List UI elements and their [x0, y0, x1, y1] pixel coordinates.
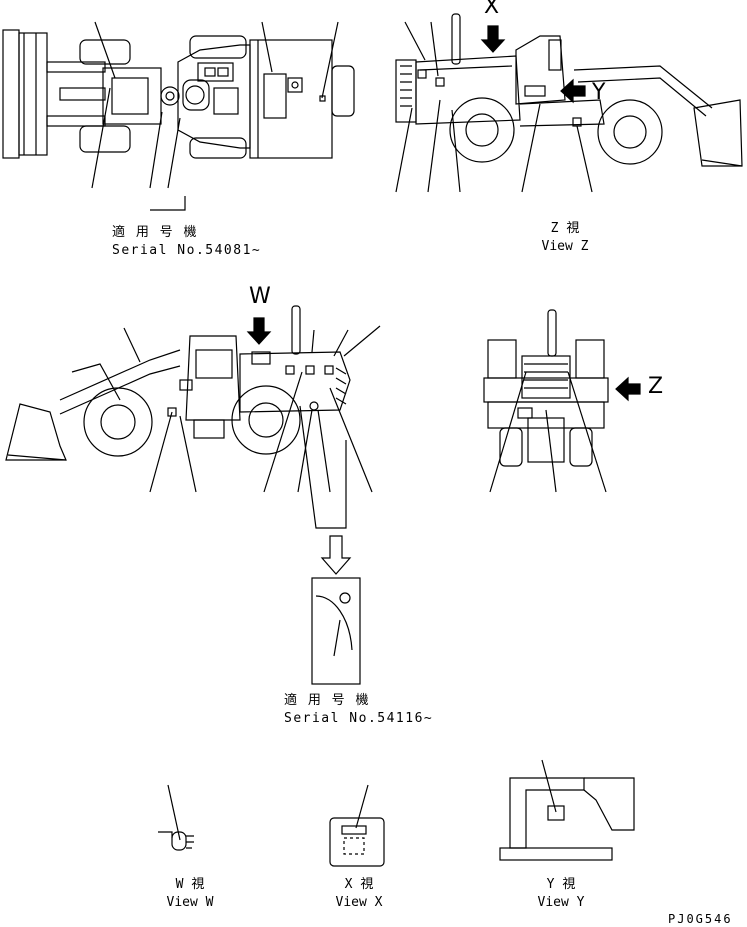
- view-y-detail: [499, 759, 635, 861]
- top-view-serial-no: Serial No.54081~: [112, 243, 262, 258]
- left-view-serial-no: Serial No.54116~: [284, 711, 434, 726]
- view-y-caption-jp: Y 視: [546, 877, 576, 892]
- arrow-y-label: Y: [592, 80, 606, 105]
- view-x-caption-en: View X: [335, 895, 383, 910]
- drawing-code: PJ0G546: [668, 912, 733, 926]
- view-w-detail: [158, 784, 194, 851]
- top-view-loader: [2, 21, 355, 211]
- view-w-caption-en: View W: [166, 895, 214, 910]
- view-z-caption-en: View Z: [541, 239, 589, 254]
- arrow-x-label: X: [484, 0, 500, 19]
- arrow-w-label: W: [249, 284, 271, 309]
- view-x-detail: [329, 784, 385, 867]
- view-z-caption-jp: Z 視: [550, 221, 580, 236]
- right-side-view-loader: [395, 13, 743, 193]
- top-view-serial-jp: 適 用 号 機: [112, 225, 198, 240]
- view-y-caption-en: View Y: [537, 895, 585, 910]
- view-x-caption-jp: X 視: [344, 877, 374, 892]
- arrow-z-label: Z: [648, 374, 664, 399]
- left-view-serial-jp: 適 用 号 機: [284, 693, 370, 708]
- rear-view-loader: [483, 309, 641, 493]
- left-side-view-loader: [5, 305, 381, 685]
- view-w-caption-jp: W 視: [175, 877, 205, 892]
